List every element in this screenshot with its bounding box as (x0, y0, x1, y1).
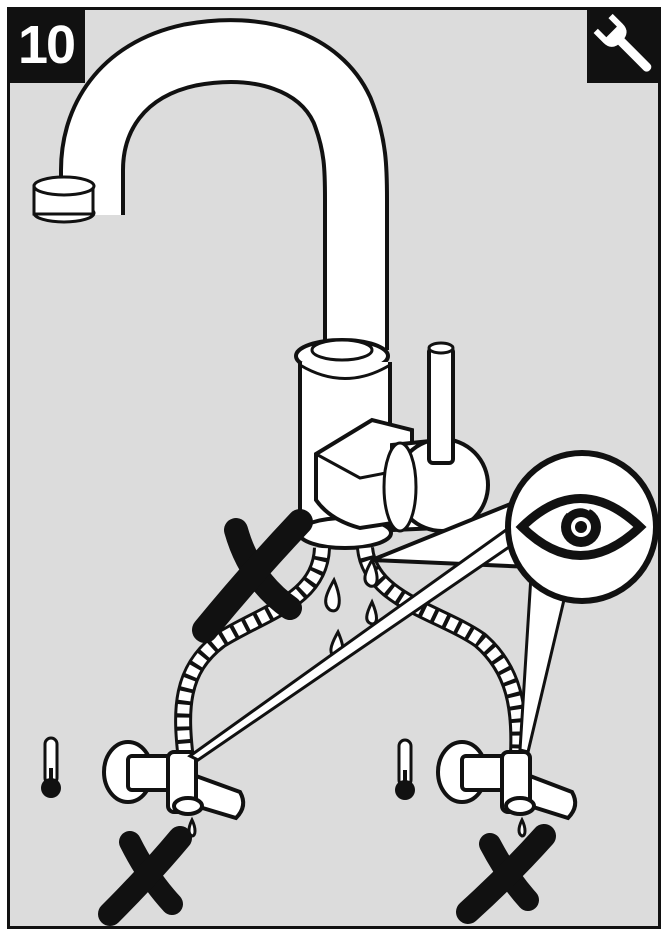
lever-cartridge (382, 437, 490, 533)
thermometer-cold-icon (41, 736, 61, 798)
thermometer-hot-icon (395, 738, 415, 800)
cross-mark-icon (98, 826, 192, 926)
water-drop-icon (187, 556, 527, 838)
step-number-badge: 10 (7, 7, 85, 83)
supply-hoses (174, 546, 528, 762)
wrench-icon (587, 7, 661, 83)
eye-icon (515, 494, 647, 560)
spout (32, 18, 389, 350)
left-angle-valve (102, 740, 246, 821)
cross-mark-icon (456, 824, 556, 924)
lever-handle (427, 341, 455, 465)
cross-mark-icon (192, 509, 313, 643)
right-angle-valve (436, 740, 578, 821)
